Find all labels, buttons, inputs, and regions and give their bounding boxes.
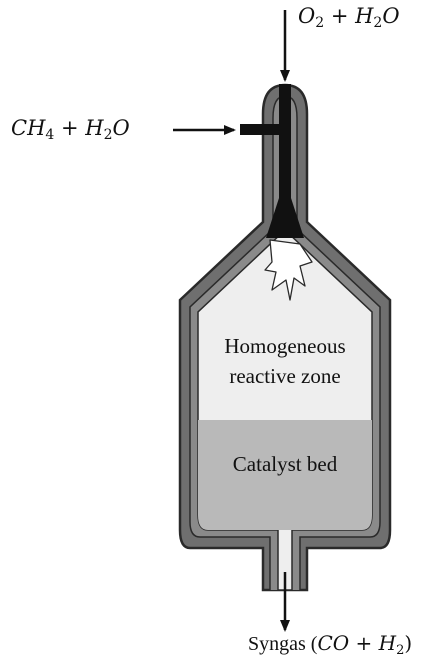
- top-feed-plus: +: [324, 4, 356, 28]
- top-feed-a: O: [298, 4, 316, 28]
- output-a: CO: [317, 631, 350, 655]
- catalyst-bed-label: Catalyst bed: [198, 452, 372, 477]
- side-feed-c: O: [112, 116, 130, 140]
- side-feed-plus: +: [54, 116, 86, 140]
- syngas-output-label: Syngas (CO + H2): [248, 631, 412, 658]
- side-feed-a: CH: [11, 116, 46, 140]
- catalyst-bed-text: Catalyst bed: [232, 452, 338, 476]
- reactive-zone-line2: reactive zone: [229, 364, 341, 388]
- top-feed-b-sub: 2: [373, 15, 383, 31]
- reactive-zone-line1: Homogeneous: [224, 334, 346, 358]
- burner-lance: [279, 84, 291, 206]
- side-feed-label: CH4 + H2O: [11, 116, 130, 143]
- output-close: ): [404, 631, 413, 655]
- burner-nozzle: [266, 198, 304, 238]
- reactive-zone-label: Homogeneous reactive zone: [198, 331, 372, 391]
- top-feed-label: O2 + H2O: [298, 4, 400, 31]
- side-inlet-pipe: [240, 124, 284, 135]
- side-feed-a-sub: 4: [45, 127, 55, 143]
- output-b: H: [378, 631, 397, 655]
- top-feed-c: O: [382, 4, 400, 28]
- output-word: Syngas (: [248, 633, 318, 655]
- output-plus: +: [349, 631, 379, 655]
- output-b-sub: 2: [396, 643, 405, 658]
- catalyst-bed-region: [198, 420, 372, 530]
- flame-icon: [264, 239, 313, 301]
- top-feed-b: H: [355, 4, 374, 28]
- side-feed-b: H: [85, 116, 104, 140]
- top-feed-a-sub: 2: [315, 15, 325, 31]
- side-feed-b-sub: 2: [103, 127, 113, 143]
